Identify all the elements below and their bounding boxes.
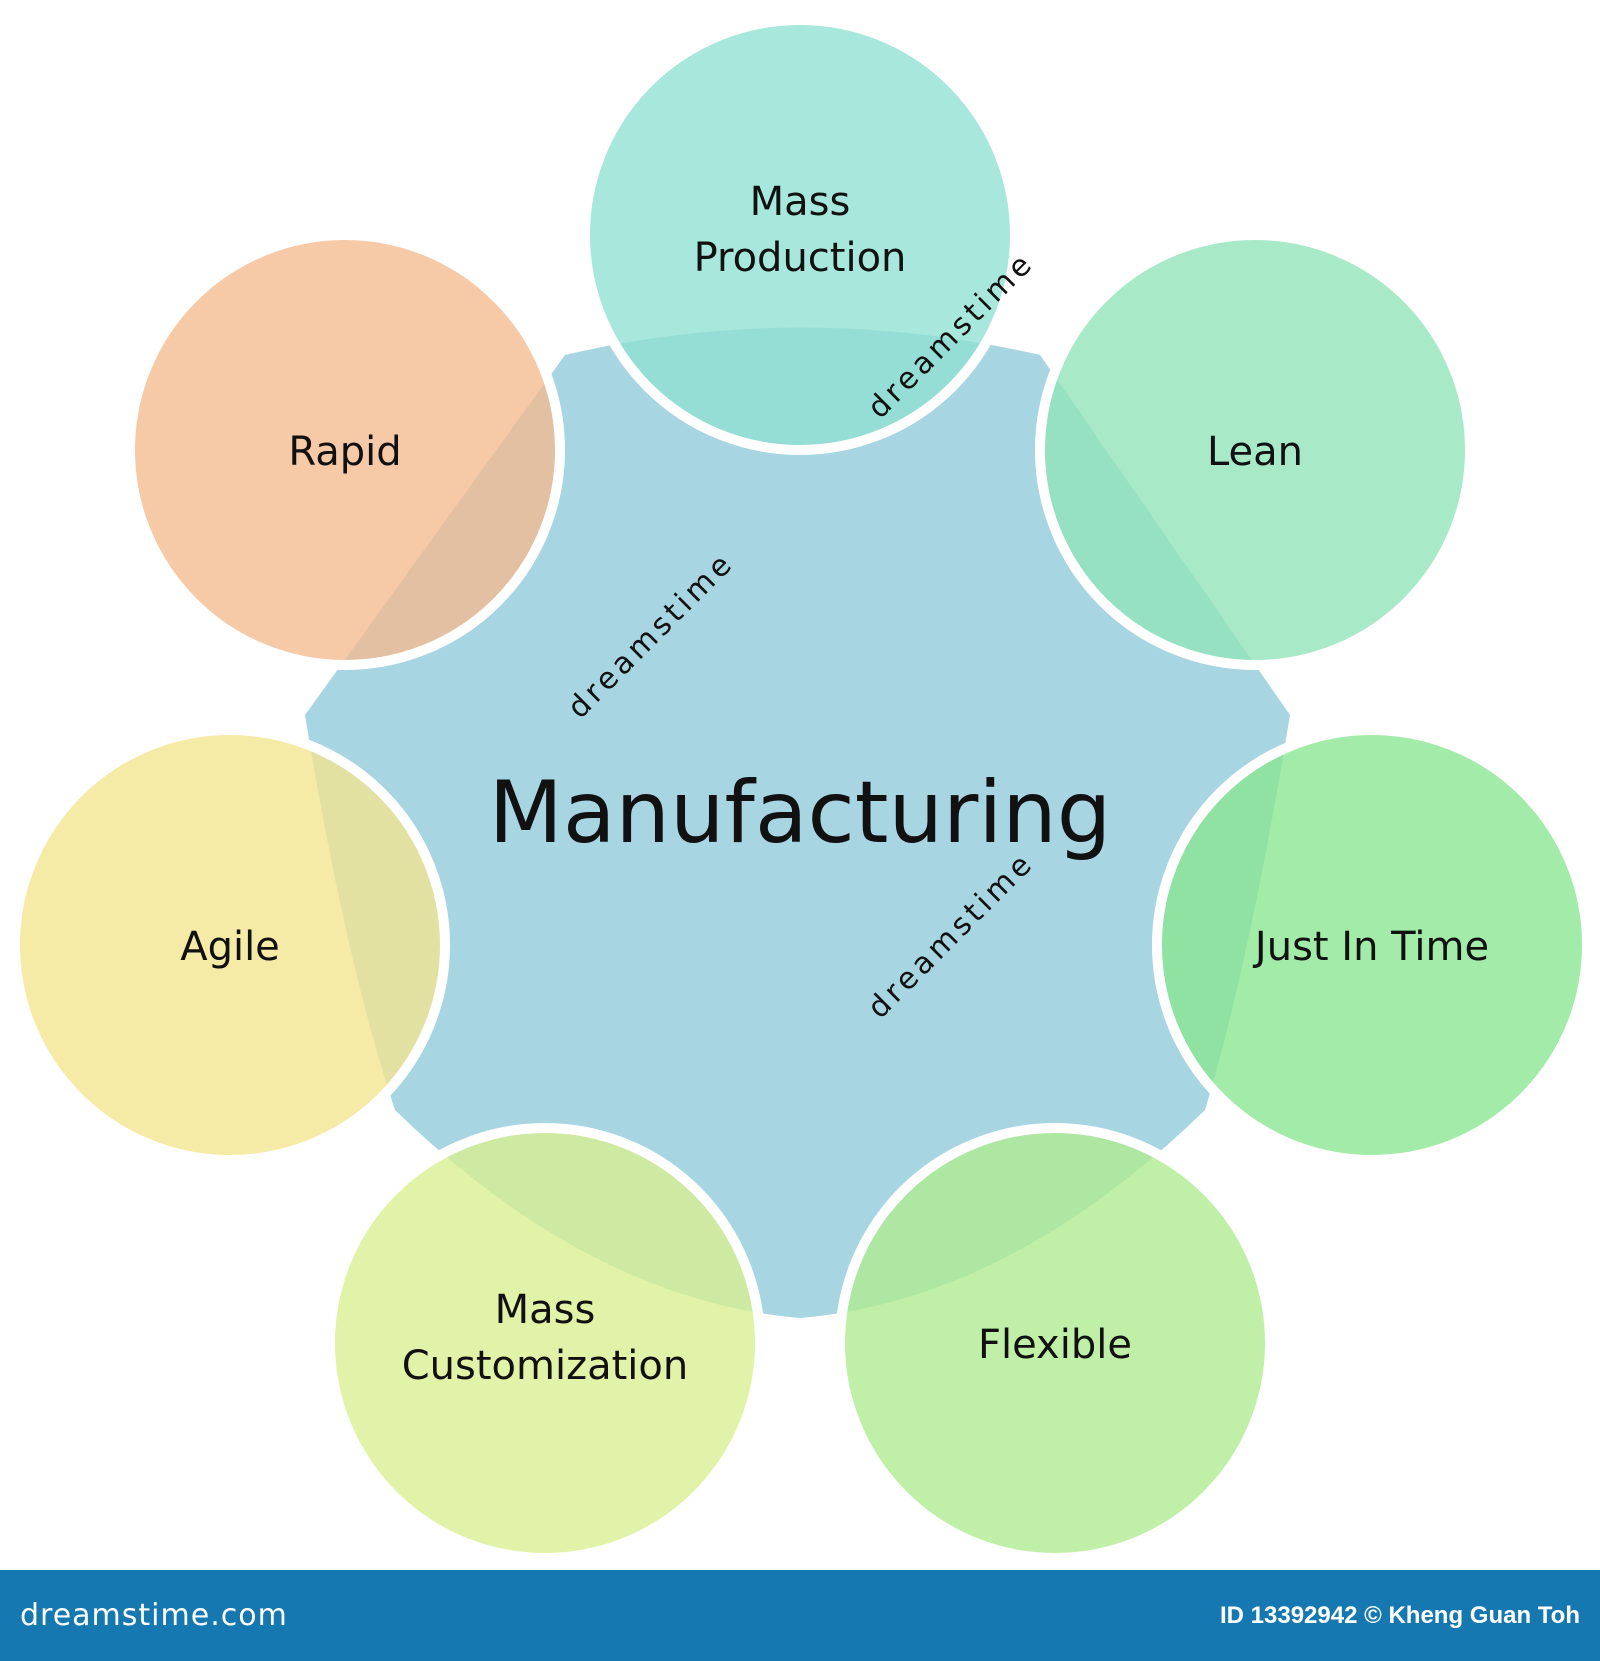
node-label: Mass xyxy=(750,179,851,225)
node-label: Agile xyxy=(180,924,280,970)
node-label: Flexible xyxy=(978,1322,1132,1368)
node-flexible: Flexible xyxy=(835,1123,1275,1563)
node-lean: Lean xyxy=(1035,230,1475,670)
center-label: Manufacturing xyxy=(489,763,1112,863)
node-label: Mass xyxy=(495,1287,596,1333)
node-label: Just In Time xyxy=(1252,924,1489,970)
node-label: Customization xyxy=(402,1343,688,1389)
node-circle xyxy=(325,1123,765,1563)
node-label: Rapid xyxy=(288,429,401,475)
node-agile: Agile xyxy=(10,725,450,1165)
node-circle xyxy=(1152,725,1592,1165)
image-credit: ID 13392942 © Kheng Guan Toh xyxy=(1220,1601,1580,1629)
node-label: Lean xyxy=(1207,429,1303,475)
node-circle xyxy=(10,725,450,1165)
footer-bar: dreamstime.com ID 13392942 © Kheng Guan … xyxy=(0,1570,1600,1661)
node-rapid: Rapid xyxy=(125,230,565,670)
node-circle xyxy=(1035,230,1475,670)
node-label: Production xyxy=(694,235,907,281)
node-circle xyxy=(580,15,1020,455)
node-circle xyxy=(835,1123,1275,1563)
center-shape xyxy=(305,327,1290,1318)
site-name: dreamstime.com xyxy=(20,1598,288,1633)
node-circle xyxy=(125,230,565,670)
node-just-in-time: Just In Time xyxy=(1152,725,1592,1165)
